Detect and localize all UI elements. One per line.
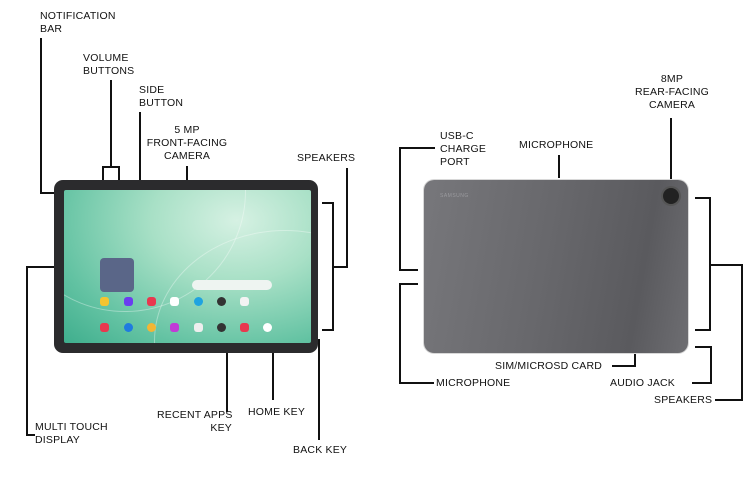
label-line: RECENT APPS bbox=[157, 409, 233, 421]
label-line: MULTI TOUCH bbox=[35, 421, 108, 433]
label-line: SIDE bbox=[139, 84, 165, 96]
dock-icon[interactable] bbox=[194, 323, 203, 332]
speakers-back-line bbox=[710, 264, 743, 401]
label-home-key: HOME KEY bbox=[248, 406, 306, 418]
back-key-line bbox=[296, 339, 320, 440]
label-speakers-front: SPEAKERS bbox=[297, 152, 356, 164]
label-line: CAMERA bbox=[648, 99, 696, 111]
label-line: KEY bbox=[210, 422, 232, 434]
apps-grid-icon[interactable] bbox=[240, 297, 249, 306]
tablet-back: SAMSUNG bbox=[424, 180, 688, 353]
dock-icon[interactable] bbox=[124, 323, 133, 332]
touch-screen[interactable] bbox=[64, 190, 311, 343]
search-bar[interactable] bbox=[192, 280, 272, 290]
dock-icon[interactable] bbox=[100, 323, 109, 332]
audio-jack-bracket bbox=[692, 346, 712, 384]
label-line: CHARGE bbox=[440, 143, 487, 155]
app-icon[interactable] bbox=[147, 297, 156, 306]
samsung-logo: SAMSUNG bbox=[440, 193, 469, 199]
app-icon[interactable] bbox=[124, 297, 133, 306]
label-sim-card: SIM/MICROSD CARD bbox=[495, 360, 603, 372]
play-store-icon[interactable] bbox=[263, 323, 272, 332]
label-rear-camera: 8MP REAR-FACING CAMERA bbox=[628, 73, 716, 112]
microphone-bottom-bracket bbox=[399, 283, 434, 384]
app-icon[interactable] bbox=[100, 297, 109, 306]
dock-icon[interactable] bbox=[217, 323, 226, 332]
label-line: PORT bbox=[440, 156, 470, 168]
label-line: VOLUME bbox=[83, 52, 129, 64]
label-line: CAMERA bbox=[163, 150, 211, 162]
label-front-camera: 5 MP FRONT-FACING CAMERA bbox=[144, 124, 230, 163]
speakers-front-line bbox=[333, 168, 348, 268]
label-line: NOTIFICATION bbox=[40, 10, 116, 22]
label-line: DISPLAY bbox=[35, 434, 80, 446]
multi-touch-line bbox=[26, 266, 67, 436]
label-back-key: BACK KEY bbox=[293, 444, 348, 456]
weather-widget[interactable] bbox=[100, 258, 134, 292]
rear-camera-icon bbox=[663, 188, 679, 204]
label-multi-touch-display: MULTI TOUCH DISPLAY bbox=[35, 421, 108, 447]
label-line: REAR-FACING bbox=[635, 86, 709, 98]
label-usb-c-port: USB-C CHARGE PORT bbox=[440, 130, 486, 169]
settings-icon[interactable] bbox=[217, 297, 226, 306]
label-microphone-top: MICROPHONE bbox=[519, 139, 594, 151]
label-line: 5 MP bbox=[174, 124, 200, 136]
label-side-button: SIDE BUTTON bbox=[139, 84, 183, 110]
app-icon[interactable] bbox=[170, 297, 179, 306]
tablet-front bbox=[54, 180, 318, 353]
sim-card-line bbox=[612, 350, 636, 367]
usb-c-bracket bbox=[399, 147, 435, 271]
notification-bar-line bbox=[40, 38, 67, 194]
app-icon[interactable] bbox=[194, 297, 203, 306]
label-line: BAR bbox=[40, 23, 63, 35]
speakers-front-bracket bbox=[322, 202, 334, 331]
dock-icon[interactable] bbox=[240, 323, 249, 332]
label-volume-buttons: VOLUME BUTTONS bbox=[83, 52, 134, 78]
label-recent-apps-key: RECENT APPS KEY bbox=[157, 409, 232, 435]
dock-icon[interactable] bbox=[170, 323, 179, 332]
chrome-icon[interactable] bbox=[147, 323, 156, 332]
speakers-back-bracket bbox=[695, 197, 711, 331]
label-audio-jack: AUDIO JACK bbox=[610, 377, 676, 389]
label-microphone-bottom: MICROPHONE bbox=[436, 377, 511, 389]
label-line: 8MP bbox=[660, 73, 684, 85]
label-line: BUTTON bbox=[139, 97, 184, 109]
label-line: USB-C bbox=[440, 130, 474, 142]
label-speakers-back: SPEAKERS bbox=[654, 394, 713, 406]
label-notification-bar: NOTIFICATION BAR bbox=[40, 10, 116, 36]
label-line: BUTTONS bbox=[83, 65, 135, 77]
label-line: FRONT-FACING bbox=[146, 137, 228, 149]
